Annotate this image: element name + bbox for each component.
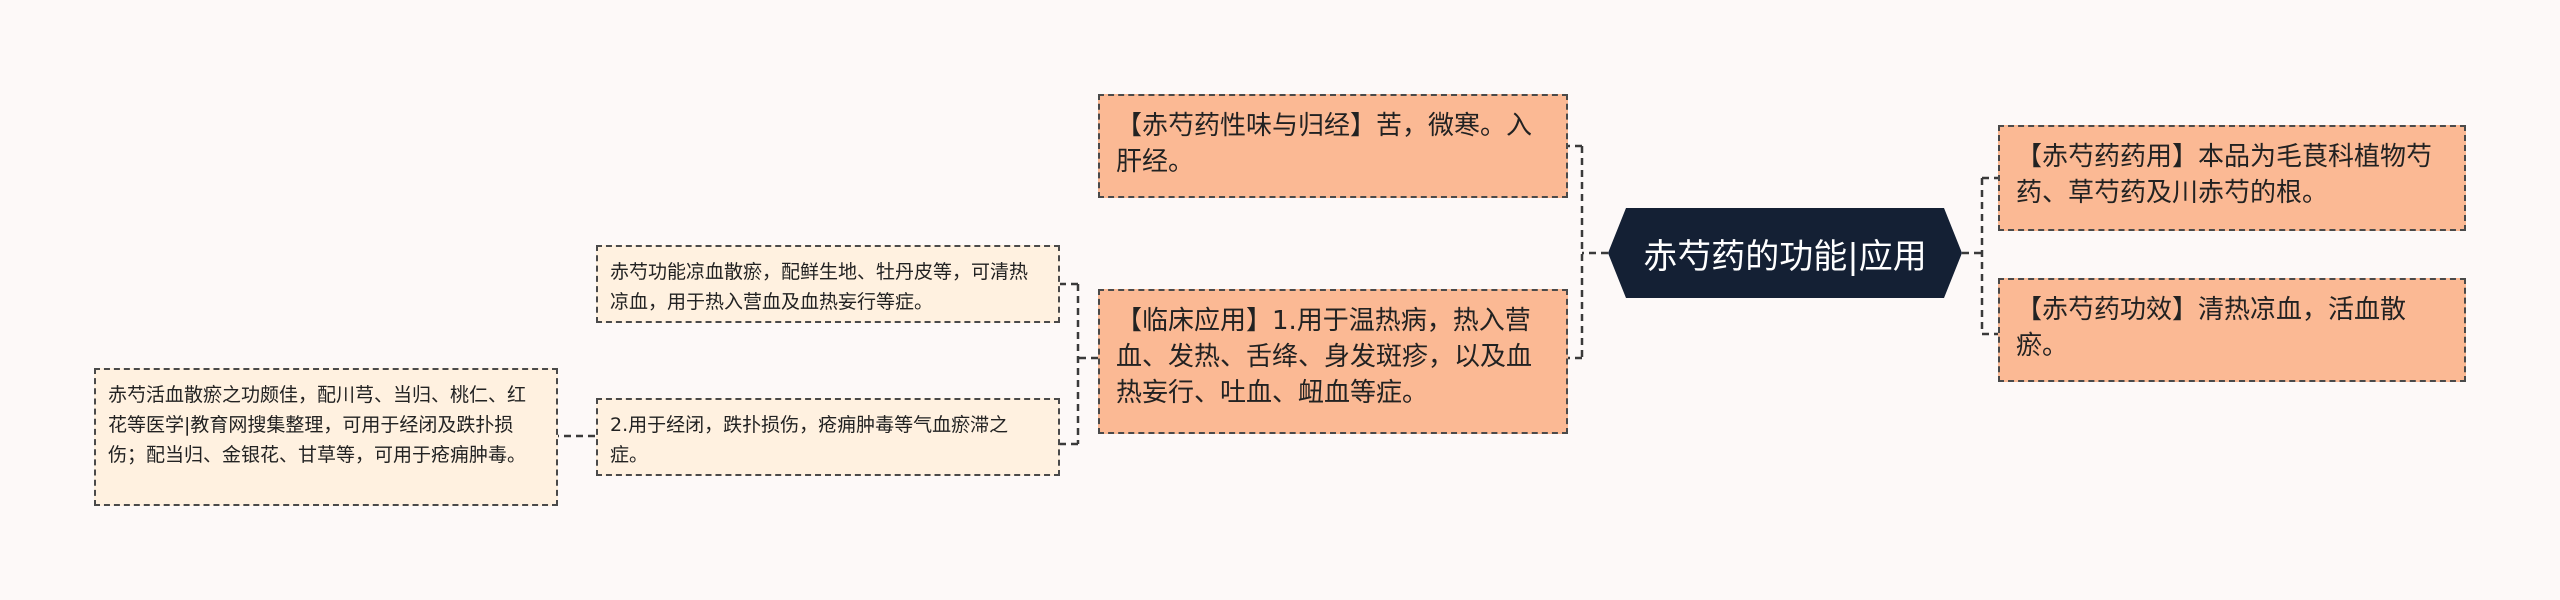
connector-center-left bbox=[1568, 144, 1608, 360]
node-effect[interactable]: 【赤芍药功效】清热凉血，活血散瘀。 bbox=[1998, 278, 2466, 382]
central-topic-shape bbox=[1608, 208, 1962, 298]
node-clinical-text: 【临床应用】1.用于温热病，热入营血、发热、舌绛、身发斑疹，以及血热妄行、吐血、… bbox=[1116, 306, 1533, 408]
connector-clinical-children bbox=[1060, 282, 1098, 446]
node-clinical[interactable]: 【临床应用】1.用于温热病，热入营血、发热、舌绛、身发斑疹，以及血热妄行、吐血、… bbox=[1098, 289, 1568, 434]
node-source[interactable]: 【赤芍药药用】本品为毛茛科植物芍药、草芍药及川赤芍的根。 bbox=[1998, 125, 2466, 231]
node-clinical-sub1[interactable]: 赤芍功能凉血散瘀，配鲜生地、牡丹皮等，可清热凉血，用于热入营血及血热妄行等症。 bbox=[596, 245, 1060, 323]
node-clinical-sub2[interactable]: 2.用于经闭，跌扑损伤，疮痈肿毒等气血瘀滞之症。 bbox=[596, 398, 1060, 476]
node-effect-text: 【赤芍药功效】清热凉血，活血散瘀。 bbox=[2016, 295, 2407, 361]
node-clinical-sub2-text: 2.用于经闭，跌扑损伤，疮痈肿毒等气血瘀滞之症。 bbox=[610, 414, 1009, 466]
node-source-text: 【赤芍药药用】本品为毛茛科植物芍药、草芍药及川赤芍的根。 bbox=[2016, 142, 2433, 208]
node-property[interactable]: 【赤芍药性味与归经】苦，微寒。入肝经。 bbox=[1098, 94, 1568, 198]
central-topic[interactable]: 赤芍药的功能|应用 bbox=[1608, 208, 1962, 298]
node-sub2-child[interactable]: 赤芍活血散瘀之功颇佳，配川芎、当归、桃仁、红花等医学|教育网搜集整理，可用于经闭… bbox=[94, 368, 558, 506]
node-property-text: 【赤芍药性味与归经】苦，微寒。入肝经。 bbox=[1116, 111, 1533, 177]
connector-center-right bbox=[1962, 176, 1998, 336]
node-sub2-child-text: 赤芍活血散瘀之功颇佳，配川芎、当归、桃仁、红花等医学|教育网搜集整理，可用于经闭… bbox=[108, 384, 527, 466]
node-clinical-sub1-text: 赤芍功能凉血散瘀，配鲜生地、牡丹皮等，可清热凉血，用于热入营血及血热妄行等症。 bbox=[610, 261, 1029, 313]
central-topic-label: 赤芍药的功能|应用 bbox=[1643, 236, 1927, 277]
